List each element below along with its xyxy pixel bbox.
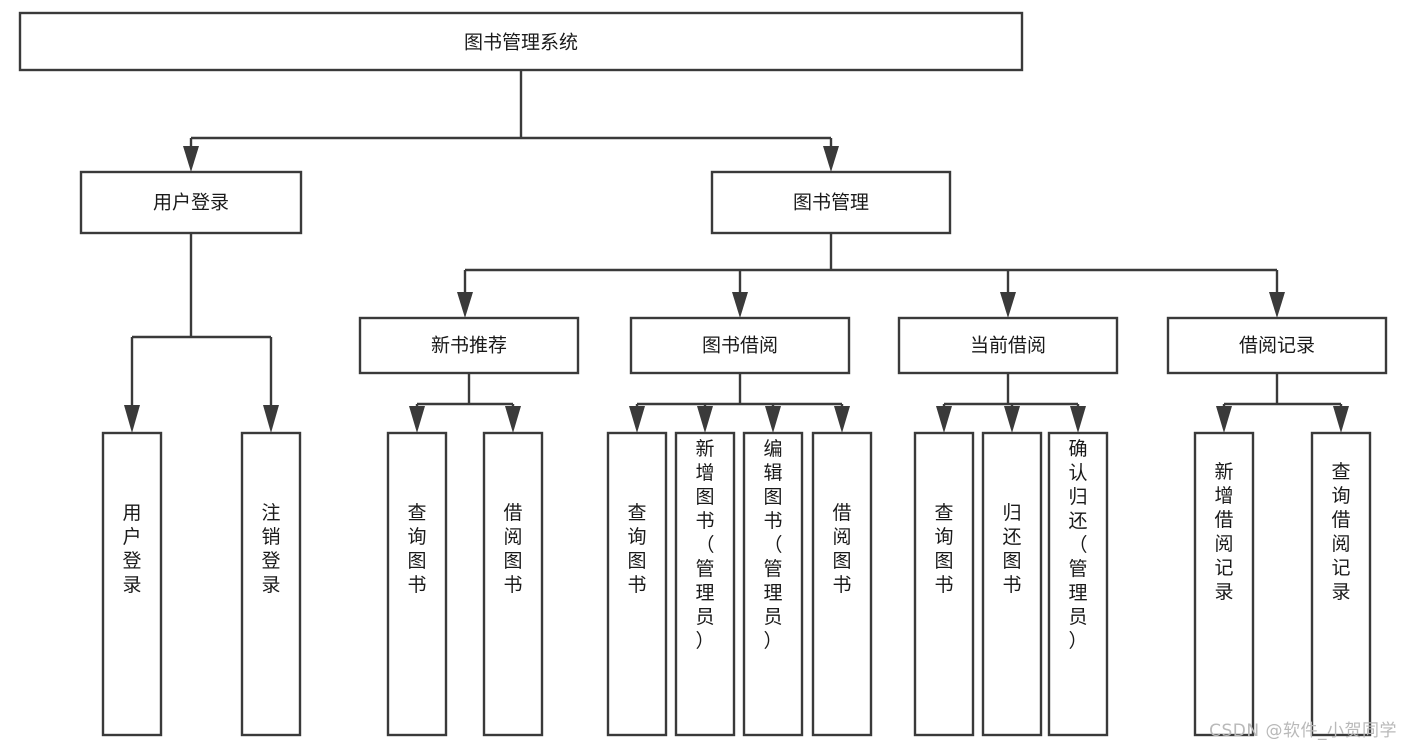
node-leaf-borrow-book-2-label: 借阅图书 (832, 502, 851, 596)
node-new-book-recommend-box[interactable] (358, 316, 580, 375)
node-leaf-borrow-book-1-label: 借阅图书 (503, 502, 522, 596)
node-leaf-query-record-label: 查询借阅记录 (1331, 461, 1350, 603)
arrowhead-user-login-leaf-2 (263, 405, 279, 433)
arrowhead-record-leaf-1 (1216, 406, 1232, 433)
node-leaf-add-record[interactable]: 新增借阅记录 (1193, 431, 1255, 737)
arrowhead-root-to-book-manage (823, 146, 839, 172)
node-leaf-borrow-book-2[interactable]: 借阅图书 (811, 431, 873, 737)
node-borrow-record-box[interactable] (1166, 316, 1388, 375)
node-leaf-return-book-label: 归还图书 (1002, 502, 1021, 596)
csdn-watermark: CSDN @软件_小贺同学 (1209, 721, 1397, 741)
node-leaf-add-book[interactable]: 新增图书（管理员） (674, 431, 736, 737)
node-leaf-user-login-label: 用户登录 (122, 502, 141, 596)
arrowhead-bm-recommend (457, 292, 473, 318)
node-borrow-record[interactable]: 借阅记录 (1166, 316, 1388, 375)
node-leaf-return-book-box[interactable] (981, 431, 1043, 737)
node-leaf-add-book-box[interactable] (674, 431, 736, 737)
node-leaf-query-book-1-label: 查询图书 (407, 502, 426, 596)
node-leaf-user-login[interactable]: 用户登录 (101, 431, 163, 737)
node-leaf-add-book-label: 新增图书（管理员） (695, 438, 714, 652)
node-current-borrow-label: 当前借阅 (970, 335, 1046, 357)
node-book-manage[interactable]: 图书管理 (710, 170, 952, 235)
node-book-borrow-label: 图书借阅 (702, 335, 778, 357)
node-user-login-box[interactable] (79, 170, 303, 235)
node-leaf-query-book-3-box[interactable] (913, 431, 975, 737)
node-user-login-label: 用户登录 (153, 192, 229, 214)
node-new-book-recommend-label: 新书推荐 (431, 335, 507, 357)
node-leaf-query-record-box[interactable] (1310, 431, 1372, 737)
node-leaf-borrow-book-2-box[interactable] (811, 431, 873, 737)
node-leaf-query-book-3[interactable]: 查询图书 (913, 431, 975, 737)
node-book-manage-label: 图书管理 (793, 192, 869, 214)
node-leaf-query-book-1-box[interactable] (386, 431, 448, 737)
arrowhead-borrow-leaf-2 (697, 406, 713, 433)
node-leaf-query-book-2[interactable]: 查询图书 (606, 431, 668, 737)
node-leaf-user-login-box[interactable] (101, 431, 163, 737)
node-current-borrow[interactable]: 当前借阅 (897, 316, 1119, 375)
arrowhead-borrow-leaf-1 (629, 406, 645, 433)
node-leaf-edit-book-label: 编辑图书（管理员） (763, 438, 782, 652)
arrowhead-borrow-leaf-4 (834, 406, 850, 433)
node-leaf-query-book-2-box[interactable] (606, 431, 668, 737)
node-leaf-add-record-label: 新增借阅记录 (1214, 461, 1233, 603)
arrowhead-bm-current (1000, 292, 1016, 318)
node-leaf-logout-label: 注销登录 (261, 502, 280, 596)
node-leaf-edit-book-box[interactable] (742, 431, 804, 737)
node-leaf-logout[interactable]: 注销登录 (240, 431, 302, 737)
node-root[interactable]: 图书管理系统 (18, 11, 1024, 72)
node-new-book-recommend[interactable]: 新书推荐 (358, 316, 580, 375)
arrowhead-bm-record (1269, 292, 1285, 318)
node-book-manage-box[interactable] (710, 170, 952, 235)
arrowhead-borrow-leaf-3 (765, 406, 781, 433)
arrowhead-recommend-leaf-2 (505, 406, 521, 433)
node-leaf-add-record-box[interactable] (1193, 431, 1255, 737)
node-borrow-record-label: 借阅记录 (1239, 335, 1315, 357)
connector-group (124, 70, 1349, 433)
node-book-borrow-box[interactable] (629, 316, 851, 375)
arrowhead-root-to-user-login (183, 146, 199, 172)
node-leaf-borrow-book-1[interactable]: 借阅图书 (482, 431, 544, 737)
node-leaf-query-book-2-label: 查询图书 (627, 502, 646, 596)
node-leaf-return-book[interactable]: 归还图书 (981, 431, 1043, 737)
node-leaf-borrow-book-1-box[interactable] (482, 431, 544, 737)
node-leaf-query-book-3-label: 查询图书 (934, 502, 953, 596)
arrowhead-current-leaf-3 (1070, 406, 1086, 433)
node-leaf-query-record[interactable]: 查询借阅记录 (1310, 431, 1372, 737)
node-book-borrow[interactable]: 图书借阅 (629, 316, 851, 375)
node-leaf-edit-book[interactable]: 编辑图书（管理员） (742, 431, 804, 737)
node-current-borrow-box[interactable] (897, 316, 1119, 375)
node-leaf-confirm-return-label: 确认归还（管理员） (1068, 438, 1087, 652)
node-leaf-confirm-return[interactable]: 确认归还（管理员） (1047, 431, 1109, 737)
node-leaf-confirm-return-box[interactable] (1047, 431, 1109, 737)
arrowhead-bm-borrow (732, 292, 748, 318)
node-root-label: 图书管理系统 (464, 32, 578, 54)
arrowhead-recommend-leaf-1 (409, 406, 425, 433)
node-user-login[interactable]: 用户登录 (79, 170, 303, 235)
arrowhead-record-leaf-2 (1333, 406, 1349, 433)
arrowhead-current-leaf-2 (1004, 406, 1020, 433)
node-root-box[interactable] (18, 11, 1024, 72)
arrowhead-current-leaf-1 (936, 406, 952, 433)
node-leaf-logout-box[interactable] (240, 431, 302, 737)
node-leaf-query-book-1[interactable]: 查询图书 (386, 431, 448, 737)
arrowhead-user-login-leaf-1 (124, 405, 140, 433)
